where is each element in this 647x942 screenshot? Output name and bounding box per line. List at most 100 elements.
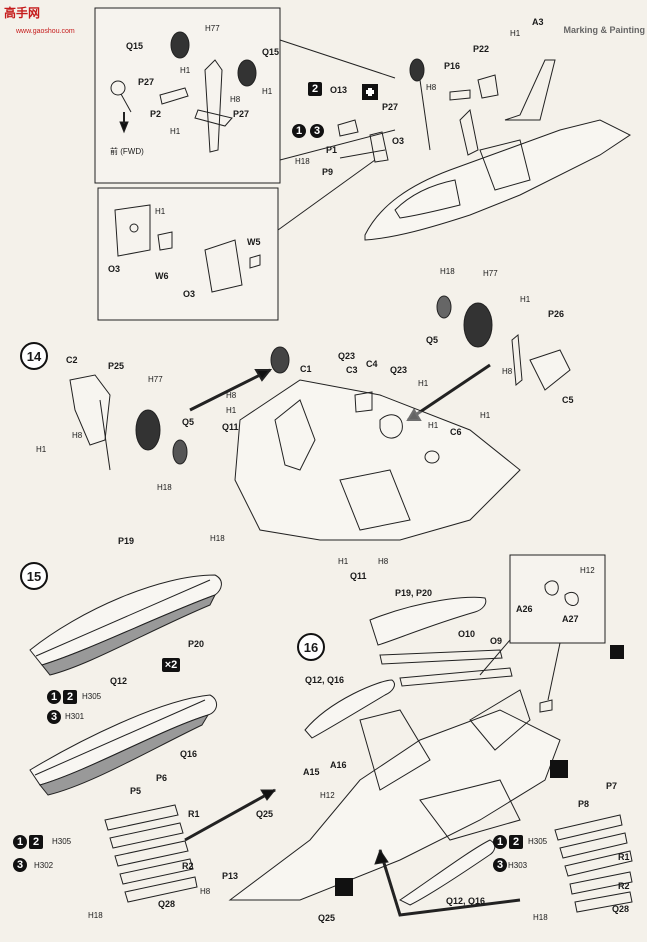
label-q1216a: Q12, Q16 — [305, 675, 345, 685]
label-p1: P1 — [326, 145, 338, 155]
label-h8g: H8 — [200, 887, 211, 896]
label-c5: C5 — [562, 395, 574, 405]
label-h77a: H77 — [205, 24, 220, 33]
label-h1f: H1 — [520, 295, 531, 304]
option-badge-2-s16: 2 — [509, 835, 523, 849]
label-r1b: R1 — [618, 852, 630, 862]
label-a26: A26 — [516, 604, 533, 614]
label-h1b: H1 — [262, 87, 273, 96]
option-badge-1-s15b: 1 — [13, 835, 27, 849]
label-h1g: H1 — [480, 411, 491, 420]
label-p7: P7 — [606, 781, 618, 791]
label-h302: H302 — [34, 861, 54, 870]
label-o3c: O3 — [183, 289, 196, 299]
label-h18f: H18 — [533, 913, 548, 922]
label-p19a: P19 — [118, 536, 135, 546]
label-p22: P22 — [473, 44, 490, 54]
label-c4: C4 — [366, 359, 378, 369]
option-badge-1-s15: 1 — [47, 690, 61, 704]
label-p9: P9 — [322, 167, 334, 177]
label-q23a: Q23 — [338, 351, 356, 361]
label-c6: C6 — [450, 427, 462, 437]
label-p13: P13 — [222, 871, 239, 881]
step-15-badge: 15 — [20, 562, 48, 590]
label-h18e: H18 — [88, 911, 103, 920]
label-q5a: Q5 — [426, 335, 439, 345]
label-a27: A27 — [562, 614, 579, 624]
label-p1920: P19, P20 — [395, 588, 433, 598]
label-o10: O10 — [458, 629, 476, 639]
label-q25a: Q25 — [256, 809, 274, 819]
label-o13: O13 — [330, 85, 348, 95]
quantity-x2-badge: ×2 — [162, 658, 180, 672]
label-fwd: 前 (FWD) — [110, 147, 144, 156]
label-a15: A15 — [303, 767, 320, 777]
label-q12: Q12 — [110, 676, 128, 686]
label-p27a: P27 — [138, 77, 155, 87]
label-h1a: H1 — [180, 66, 191, 75]
label-h305a: H305 — [82, 692, 102, 701]
label-h18c: H18 — [157, 483, 172, 492]
label-h1j: H1 — [226, 406, 237, 415]
label-p20: P20 — [188, 639, 205, 649]
label-h305c: H305 — [528, 837, 548, 846]
watermark-logo: 高手网 — [4, 6, 41, 20]
step-16-badge: 16 — [297, 633, 325, 661]
label-h8c: H8 — [502, 367, 513, 376]
label-q15b: Q15 — [262, 47, 280, 57]
label-p27c: P27 — [382, 102, 399, 112]
label-o3b: O3 — [108, 264, 121, 274]
label-h77b: H77 — [483, 269, 498, 278]
label-p27b: P27 — [233, 109, 250, 119]
label-q1216b: Q12, Q16 — [446, 896, 486, 906]
label-h1k: H1 — [428, 421, 439, 430]
label-h305b: H305 — [52, 837, 72, 846]
label-h8e: H8 — [226, 391, 237, 400]
option-badge-1: 1 — [292, 124, 306, 138]
label-p26: P26 — [548, 309, 565, 319]
option-badge-2-s15: 2 — [63, 690, 77, 704]
label-h301: H301 — [65, 712, 85, 721]
label-h1d: H1 — [510, 29, 521, 38]
label-p5: P5 — [130, 786, 142, 796]
option-badge-3-s15b: 3 — [13, 858, 27, 872]
label-a16: A16 — [330, 760, 347, 770]
watermark-url: www.gaoshou.com — [16, 28, 75, 35]
option-badge-3: 3 — [310, 124, 324, 138]
label-q11a: Q11 — [222, 422, 239, 432]
label-o3a: O3 — [392, 136, 405, 146]
step-14-badge: 14 — [20, 342, 48, 370]
option-badge-2-s15b: 2 — [29, 835, 43, 849]
label-h18a: H18 — [295, 157, 310, 166]
label-w6: W6 — [155, 271, 169, 281]
label-h1l: H1 — [338, 557, 349, 566]
label-p25: P25 — [108, 361, 125, 371]
label-c1: C1 — [300, 364, 312, 374]
label-h12b: H12 — [580, 566, 595, 575]
label-h303: H303 — [508, 861, 528, 870]
option-badge-1-s16: 1 — [493, 835, 507, 849]
option-badge-3-s16: 3 — [493, 858, 507, 872]
label-h8f: H8 — [378, 557, 389, 566]
side-margin-title: Marking & Painting — [563, 25, 645, 35]
label-h1i: H1 — [418, 379, 429, 388]
label-q28b: Q28 — [612, 904, 630, 914]
option-badge-3-s15: 3 — [47, 710, 61, 724]
label-c2: C2 — [66, 355, 78, 365]
label-q11b: Q11 — [350, 571, 367, 581]
label-h18d: H18 — [210, 534, 225, 543]
label-q25b: Q25 — [318, 913, 336, 923]
label-o5: Q5 — [182, 417, 195, 427]
label-w5: W5 — [247, 237, 261, 247]
label-h8a: H8 — [230, 95, 241, 104]
label-h77c: H77 — [148, 375, 163, 384]
label-q23b: Q23 — [390, 365, 408, 375]
label-h1h: H1 — [36, 445, 47, 454]
label-c3: C3 — [346, 365, 358, 375]
label-q15a: Q15 — [126, 41, 144, 51]
label-q16: Q16 — [180, 749, 198, 759]
label-h12a: H12 — [320, 791, 335, 800]
label-h1c: H1 — [170, 127, 181, 136]
